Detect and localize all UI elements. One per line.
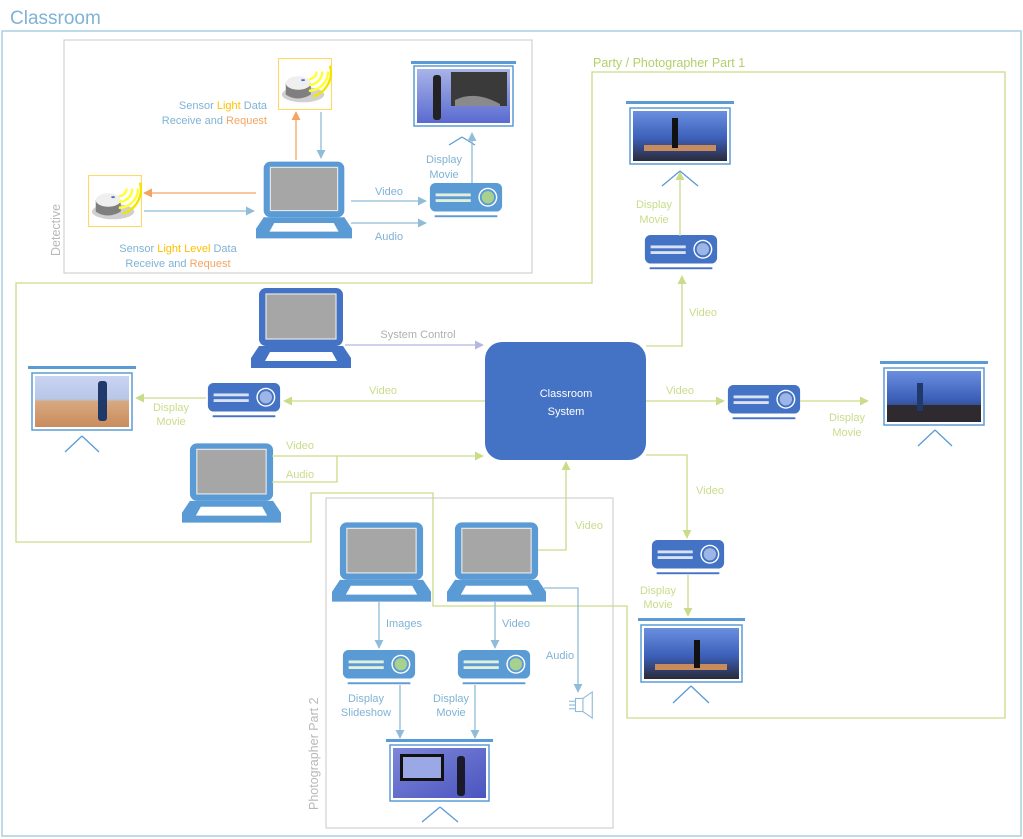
control-laptop-icon xyxy=(251,288,351,368)
classroom-system-label-1: Classroom xyxy=(540,388,593,400)
bottom-screen-icon xyxy=(638,618,745,704)
left-display-label-2: Movie xyxy=(156,416,185,428)
photo2-laptop-right-icon xyxy=(447,522,546,602)
link-photo2-audio xyxy=(544,587,583,693)
detective-group-label: Detective xyxy=(49,204,63,256)
link-party-laptop-audio xyxy=(272,456,338,483)
photo2-movie-label-1: Display xyxy=(433,693,470,705)
sensor-top-label-line1: Sensor Light Data xyxy=(179,100,268,112)
party-laptop-video-label: Video xyxy=(286,440,314,452)
party-laptop-audio-label: Audio xyxy=(286,469,314,481)
sensor-left-icon xyxy=(88,175,142,227)
photo2-laptop-left-icon xyxy=(332,522,431,602)
photo2-movie-label-2: Movie xyxy=(436,707,465,719)
link-photo2-video-up xyxy=(538,461,571,551)
top-display-label-2: Movie xyxy=(639,214,668,226)
photo2-projector-left-icon xyxy=(342,650,416,685)
link-center-to-top-projector xyxy=(646,275,687,347)
top-display-label-1: Display xyxy=(636,199,673,211)
diagram-title: Classroom xyxy=(10,8,101,29)
party-group-label: Party / Photographer Part 1 xyxy=(593,56,745,70)
left-display-label-1: Display xyxy=(153,402,190,414)
detective-projector-icon xyxy=(429,183,503,218)
speaker-icon xyxy=(568,691,593,719)
top-projector-icon xyxy=(644,235,718,270)
bottom-video-label: Video xyxy=(696,485,724,497)
det-video-label: Video xyxy=(375,186,403,198)
photo2-slideshow-label-2: Slideshow xyxy=(341,707,391,719)
sensor-top-label-line2: Receive and Request xyxy=(162,115,267,127)
left-video-label: Video xyxy=(369,385,397,397)
det-audio-label: Audio xyxy=(375,231,403,243)
detective-laptop-icon xyxy=(256,161,352,239)
photographer2-group-box xyxy=(325,497,614,829)
sensor-left-label-line2: Receive and Request xyxy=(125,258,230,270)
sensor-top-icon xyxy=(278,58,332,110)
photo2-video-up-label: Video xyxy=(575,520,603,532)
photographer2-group-label: Photographer Part 2 xyxy=(307,697,321,810)
sensor-left-label-line1: Sensor Light Level Data xyxy=(119,243,237,255)
det-display-label-2: Movie xyxy=(429,169,458,181)
bottom-display-label-1: Display xyxy=(640,585,677,597)
det-display-label-1: Display xyxy=(426,154,463,166)
party-laptop-icon xyxy=(182,443,281,523)
left-projector-icon xyxy=(207,383,281,418)
right-display-label-2: Movie xyxy=(832,427,861,439)
photo2-images-label: Images xyxy=(386,618,423,630)
bottom-display-label-2: Movie xyxy=(643,599,672,611)
photo2-audio-label: Audio xyxy=(546,650,574,662)
bottom-projector-icon xyxy=(651,540,725,575)
system-control-label: System Control xyxy=(380,329,455,341)
top-video-label: Video xyxy=(689,307,717,319)
photo2-screen-icon xyxy=(386,739,493,823)
detective-screen-icon xyxy=(411,61,516,146)
top-screen-icon xyxy=(626,101,734,187)
classroom-system-label-2: System xyxy=(548,406,585,418)
left-screen-icon xyxy=(28,366,136,453)
party-group-boundary xyxy=(15,71,1006,719)
classroom-boundary xyxy=(1,30,1022,837)
photo2-video-label: Video xyxy=(502,618,530,630)
classroom-system-node[interactable] xyxy=(485,342,646,460)
photo2-slideshow-label-1: Display xyxy=(348,693,385,705)
link-center-to-bottom-projector xyxy=(646,454,692,539)
detective-group-box xyxy=(63,39,533,274)
photo2-projector-right-icon xyxy=(457,650,531,685)
right-projector-icon xyxy=(727,385,801,420)
right-display-label-1: Display xyxy=(829,412,866,424)
right-screen-icon xyxy=(880,361,988,447)
right-video-label: Video xyxy=(666,385,694,397)
